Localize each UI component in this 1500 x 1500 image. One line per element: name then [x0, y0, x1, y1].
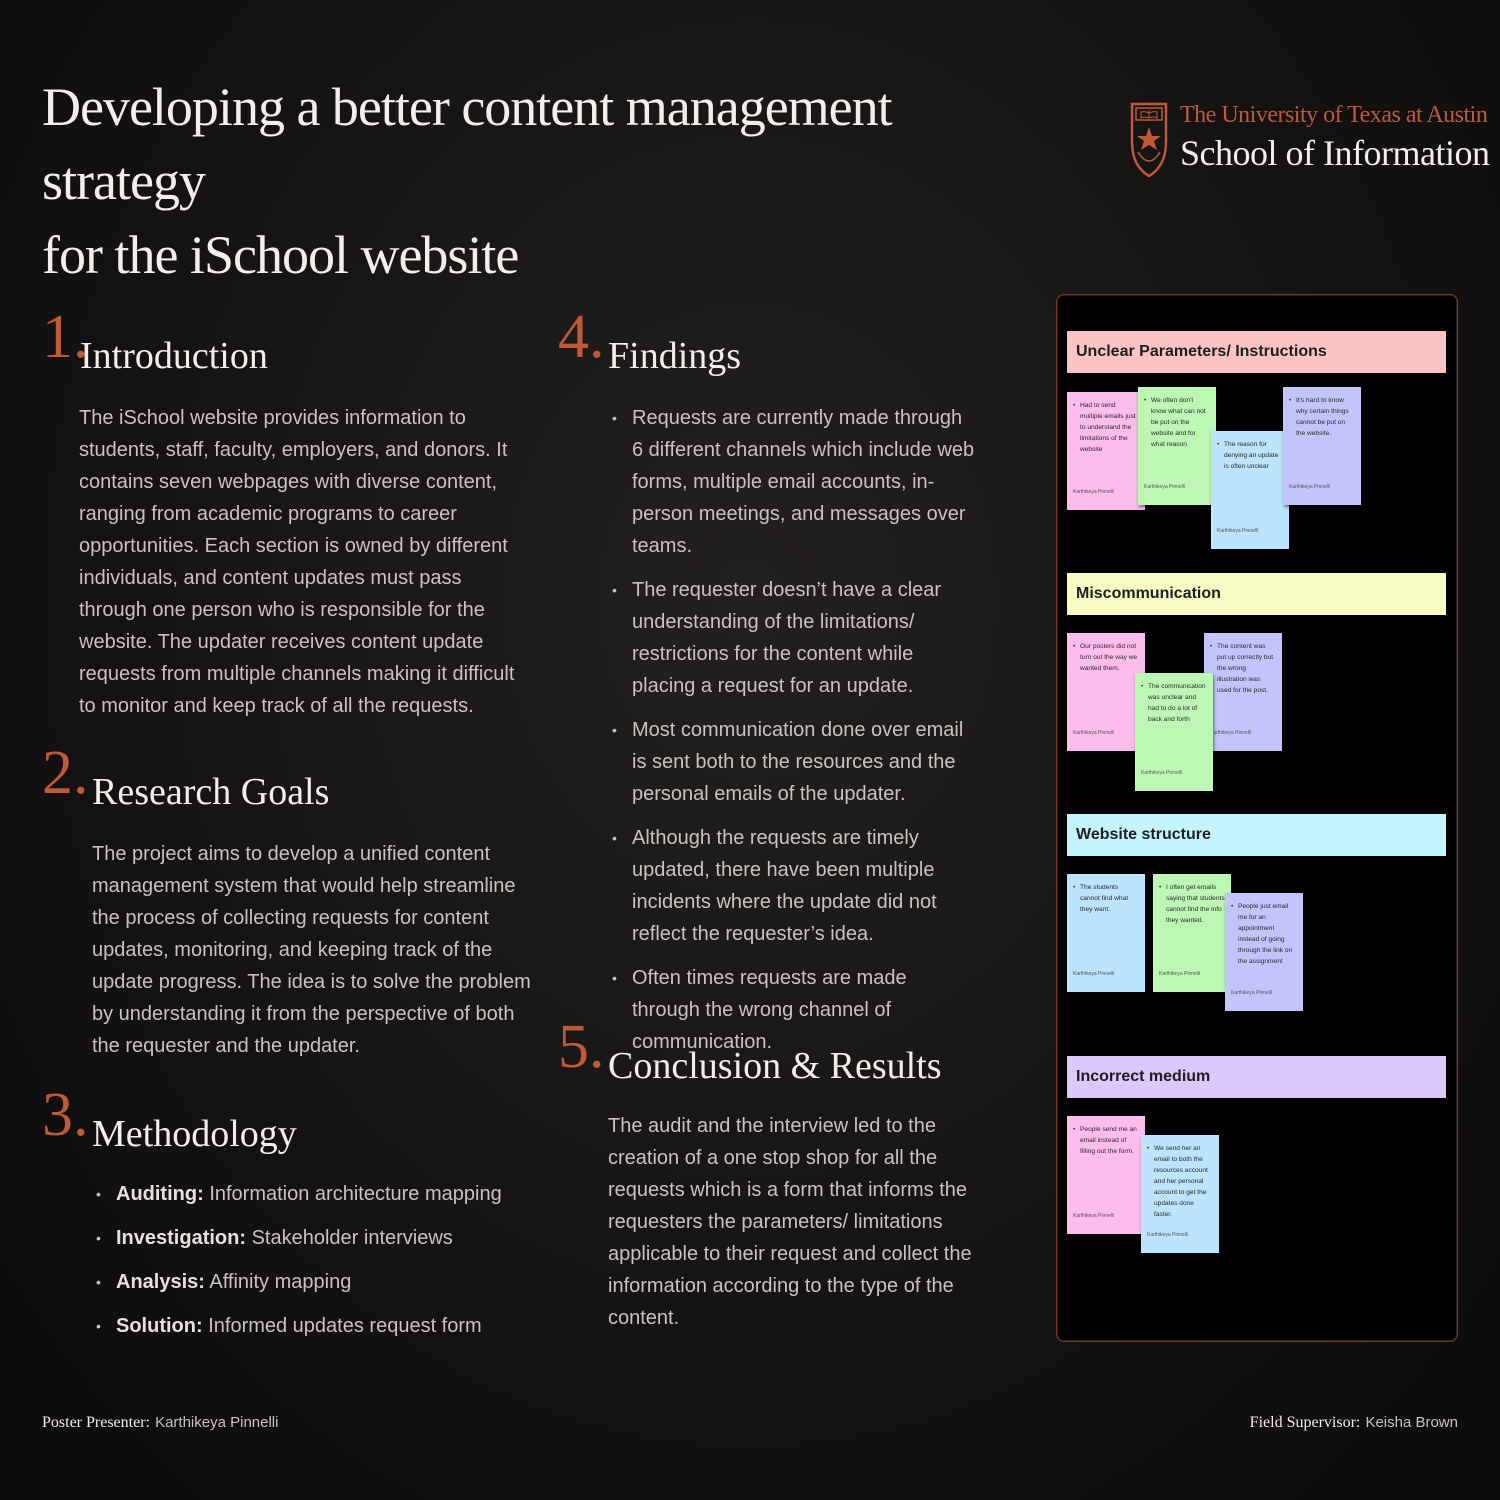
list-item: Analysis: Affinity mapping	[92, 1266, 512, 1298]
note-author: Karthikeya Pinnelli	[1141, 770, 1183, 776]
note-author: Karthikeya Pinnelli	[1073, 1213, 1115, 1219]
section-title: Conclusion & Results	[608, 1045, 942, 1087]
logo-university: The University of Texas at Austin	[1180, 102, 1488, 128]
sticky-note: We send her an email to both the resourc…	[1141, 1135, 1219, 1253]
section-findings: 4. Findings Requests are currently made …	[558, 303, 998, 1053]
title-line-2: for the iSchool website	[42, 225, 519, 285]
sticky-note: The students cannot find what they want.…	[1067, 874, 1145, 992]
ut-austin-logo: The University of Texas at Austin School…	[1128, 100, 1490, 180]
supervisor-label: Field Supervisor:	[1249, 1414, 1361, 1431]
sticky-note: People just email me for an appointment …	[1225, 893, 1303, 1011]
list-item: Although the requests are timely updated…	[608, 822, 978, 950]
list-item: Solution: Informed updates request form	[92, 1310, 512, 1342]
category-website-structure: Website structure	[1067, 814, 1446, 856]
note-author: Karthikeya Pinnelli	[1073, 489, 1115, 495]
section-introduction: 1. Introduction The iSchool website prov…	[42, 303, 522, 717]
note-author: Karthikeya Pinnelli	[1159, 971, 1201, 977]
category-unclear-parameters: Unclear Parameters/ Instructions	[1067, 331, 1446, 373]
list-item: Auditing: Information architecture mappi…	[92, 1178, 512, 1210]
footer-supervisor: Field Supervisor: Keisha Brown	[1250, 1412, 1458, 1432]
note-author: Karthikeya Pinnelli	[1289, 484, 1331, 490]
section-title: Findings	[608, 335, 742, 377]
logo-school: School of Information	[1180, 133, 1490, 173]
conclusion-body: The audit and the interview led to the c…	[608, 1115, 972, 1329]
list-item: Most communication done over email is se…	[608, 714, 978, 810]
sticky-note: The reason for denying an update is ofte…	[1211, 431, 1289, 549]
section-number: 4.	[558, 303, 605, 371]
note-author: Karthikeya Pinnelli	[1217, 528, 1259, 534]
supervisor-name: Keisha Brown	[1365, 1414, 1458, 1431]
note-author: Karthikeya Pinnelli	[1144, 484, 1186, 490]
note-author: Karthikeya Pinnelli	[1073, 971, 1115, 977]
section-methodology: 3. Methodology Auditing: Information arc…	[42, 1084, 522, 1364]
sticky-note: The content was put up correctly but the…	[1204, 633, 1282, 751]
category-miscommunication: Miscommunication	[1067, 573, 1446, 615]
section-number: 1.	[42, 303, 89, 371]
note-author: Karthikeya Pinnelli	[1210, 730, 1252, 736]
footer-presenter: Poster Presenter: Karthikeya Pinnelli	[42, 1412, 278, 1432]
section-number: 3.	[42, 1081, 89, 1149]
affinity-map-board: Unclear Parameters/ Instructions Miscomm…	[1056, 294, 1458, 1342]
section-research-goals: 2. Research Goals The project aims to de…	[42, 739, 542, 1057]
sticky-note: People send me an email instead of filli…	[1067, 1116, 1145, 1234]
list-item: The requester doesn’t have a clear under…	[608, 574, 978, 702]
sticky-note: It's hard to know why certain things can…	[1283, 387, 1361, 505]
list-item: Requests are currently made through 6 di…	[608, 402, 978, 562]
section-title: Introduction	[80, 335, 268, 377]
shield-icon	[1130, 102, 1168, 178]
findings-list: Requests are currently made through 6 di…	[608, 402, 978, 1070]
list-item: Investigation: Stakeholder interviews	[92, 1222, 512, 1254]
category-incorrect-medium: Incorrect medium	[1067, 1056, 1446, 1098]
list-item: Often times requests are made through th…	[608, 962, 978, 1058]
section-number: 5.	[558, 1013, 605, 1081]
section-title: Research Goals	[92, 771, 330, 813]
note-author: Karthikeya Pinnelli	[1231, 990, 1273, 996]
section-number: 2.	[42, 739, 89, 807]
sticky-note: Our posters did not turn out the way we …	[1067, 633, 1145, 751]
sticky-note: Had to send multiple emails just to unde…	[1067, 392, 1145, 510]
section-conclusion: 5. Conclusion & Results The audit and th…	[558, 1016, 998, 1336]
title-line-1: Developing a better content management s…	[42, 77, 893, 211]
note-author: Karthikeya Pinnelli	[1147, 1232, 1189, 1238]
presenter-name: Karthikeya Pinnelli	[155, 1414, 279, 1431]
sticky-note: I often get emails saying that students …	[1153, 874, 1231, 992]
note-author: Karthikeya Pinnelli	[1073, 730, 1115, 736]
poster-title: Developing a better content management s…	[42, 70, 1002, 292]
methodology-list: Auditing: Information architecture mappi…	[92, 1178, 512, 1354]
introduction-body: The iSchool website provides information…	[79, 407, 515, 717]
sticky-note: The communication was unclear and had to…	[1135, 673, 1213, 791]
research-goals-body: The project aims to develop a unified co…	[92, 843, 531, 1057]
presenter-label: Poster Presenter:	[42, 1414, 150, 1431]
section-title: Methodology	[92, 1113, 297, 1155]
sticky-note: We often don't know what can not be put …	[1138, 387, 1216, 505]
